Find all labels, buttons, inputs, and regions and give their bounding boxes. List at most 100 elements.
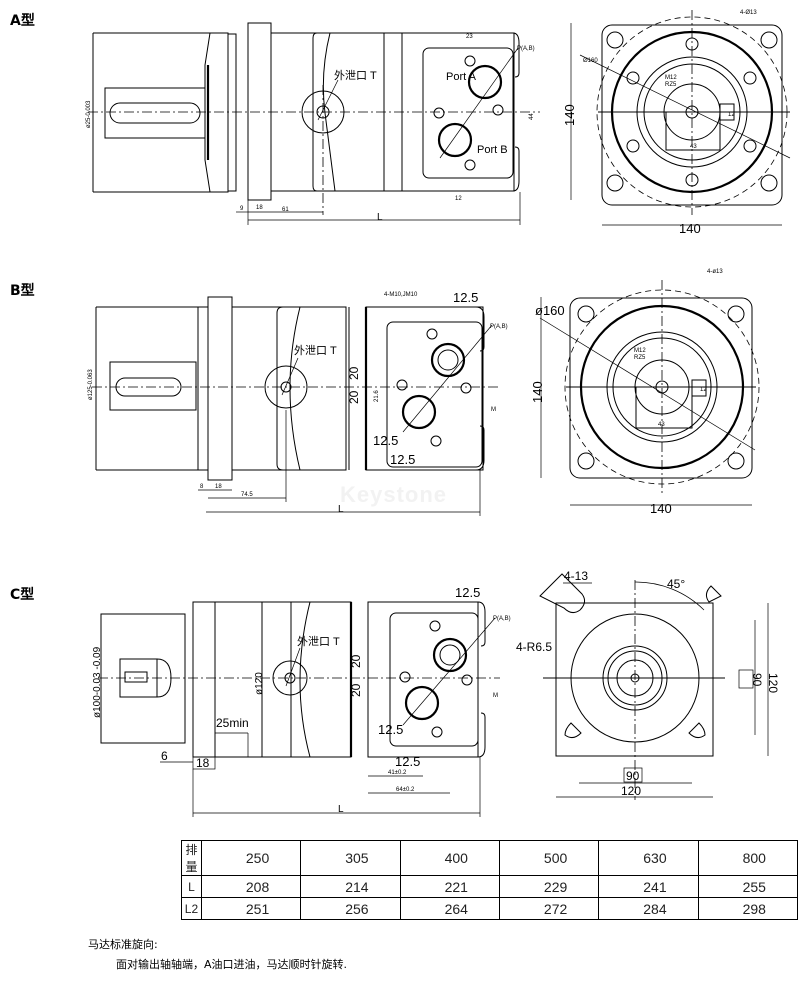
table-cell: 229 bbox=[498, 875, 600, 898]
a-end-height: 140 bbox=[562, 104, 577, 126]
b-pab-dim: P(A,B) bbox=[490, 324, 508, 330]
b-dim-8: 8 bbox=[200, 484, 204, 490]
rotation-note-title: 马达标准旋向: bbox=[88, 938, 158, 951]
c-dim-41: 41±0.2 bbox=[388, 770, 407, 776]
table-cell: 255 bbox=[697, 875, 798, 898]
a-end-holes: 4-Ø13 bbox=[740, 10, 757, 16]
table-cell: 221 bbox=[399, 875, 500, 898]
b-dim-20-bot: 20 bbox=[347, 390, 361, 404]
table-cell: 208 bbox=[200, 875, 302, 898]
c-dim-6: 6 bbox=[161, 749, 168, 763]
a-end-thread: M12 bbox=[665, 75, 677, 81]
c-dim-L: L bbox=[338, 804, 344, 815]
c-side-view: 外泄口 T 25min 6 18 L 41±0.2 64±0.2 12.5 12… bbox=[92, 585, 511, 817]
table-row: L2 251 256 264 272 284 298 bbox=[181, 897, 798, 920]
table-cell: 630 bbox=[598, 840, 699, 876]
technical-drawing: 外泄口 T Port A Port B P(A,B) 9 18 61 L 23 … bbox=[86, 10, 791, 817]
table-cell: 298 bbox=[697, 897, 798, 920]
watermark: Keystone bbox=[340, 482, 448, 507]
type-a-label: A型 bbox=[10, 13, 35, 29]
c-dim-12-5-mid: 12.5 bbox=[378, 722, 403, 737]
c-dim-18: 18 bbox=[196, 756, 210, 770]
c-drain-port-label: 外泄口 T bbox=[297, 635, 340, 648]
b-dim-20-top: 20 bbox=[347, 366, 361, 380]
table-row-header: L bbox=[181, 875, 202, 898]
table-cell: 256 bbox=[300, 897, 401, 920]
a-dim-44: 44 bbox=[529, 113, 535, 120]
a-end-width: 140 bbox=[679, 221, 701, 236]
table-cell: 241 bbox=[598, 875, 699, 898]
b-end-width: 140 bbox=[650, 501, 672, 516]
a-dim-18: 18 bbox=[256, 205, 263, 211]
c-end-outer-w: 120 bbox=[621, 784, 641, 798]
b-end-height: 140 bbox=[530, 381, 545, 403]
table-cell: 250 bbox=[200, 840, 302, 876]
c-end-angle: 45° bbox=[667, 577, 685, 591]
table-row-header: 排量 bbox=[181, 840, 202, 876]
b-end-bolt-circle: ø160 bbox=[535, 303, 565, 318]
c-shaft-dia: ø100-0.03 -0.09 bbox=[92, 646, 103, 718]
b-end-depth: RZ5 bbox=[634, 355, 646, 361]
table-row: 排量 250 305 400 500 630 800 bbox=[181, 840, 798, 876]
b-m-dim: M bbox=[491, 407, 496, 413]
rotation-note-body: 面对输出轴轴端，A油口进油，马达顺时针旋转. bbox=[116, 958, 348, 971]
b-end-view: 140 140 ø160 4-ø13 M12 RZ5 12 43 bbox=[530, 269, 760, 516]
type-b-label: B型 bbox=[10, 283, 35, 299]
a-port-a-label: Port A bbox=[446, 71, 477, 83]
c-dim-20-top: 20 bbox=[349, 654, 363, 668]
table-cell: 500 bbox=[498, 840, 600, 876]
b-dim-74-5: 74.5 bbox=[241, 492, 253, 498]
c-dim-20-bot: 20 bbox=[349, 683, 363, 697]
a-dim-9: 9 bbox=[240, 206, 244, 212]
c-dim-12-5-top: 12.5 bbox=[455, 585, 480, 600]
a-dim-12: 12 bbox=[455, 196, 462, 202]
a-dim-61: 61 bbox=[282, 207, 289, 213]
c-dim-25min: 25min bbox=[216, 716, 249, 730]
c-dim-12-5-bot: 12.5 bbox=[395, 754, 420, 769]
a-drain-port-label: 外泄口 T bbox=[334, 69, 377, 82]
b-mounting-holes: 4-M10,JM10 bbox=[384, 292, 418, 298]
a-shaft-dia: ø25-0.003 bbox=[86, 100, 92, 128]
a-end-key-l: 43 bbox=[690, 144, 697, 150]
b-dim-18: 18 bbox=[215, 484, 222, 490]
c-dim-64: 64±0.2 bbox=[396, 787, 415, 793]
table-row-header: L2 bbox=[181, 897, 202, 920]
c-m-dim: M bbox=[493, 693, 498, 699]
table-cell: 272 bbox=[498, 897, 600, 920]
b-drain-port-label: 外泄口 T bbox=[294, 344, 337, 357]
b-dim-12-5-top: 12.5 bbox=[453, 290, 478, 305]
a-end-depth: RZ5 bbox=[665, 82, 677, 88]
table-row: L 208 214 221 229 241 255 bbox=[181, 875, 798, 898]
a-dim-23: 23 bbox=[466, 34, 473, 40]
c-body-dia: ø120 bbox=[254, 672, 265, 695]
a-dim-L: L bbox=[377, 212, 383, 223]
table-cell: 800 bbox=[697, 840, 798, 876]
b-end-holes: 4-ø13 bbox=[707, 269, 723, 275]
b-dim-21-6: 21.6 bbox=[374, 390, 380, 402]
a-side-view: 外泄口 T Port A Port B P(A,B) 9 18 61 L 23 … bbox=[86, 22, 540, 225]
b-dim-12-5-mid: 12.5 bbox=[373, 433, 398, 448]
c-end-radius: 4-R6.5 bbox=[516, 640, 552, 654]
a-end-view: 140 140 Ø160 4-Ø13 M12 RZ5 12 43 bbox=[562, 10, 791, 236]
c-end-view: 45° 4-13 4-R6.5 90 120 90 120 bbox=[516, 569, 780, 800]
table-cell: 214 bbox=[300, 875, 401, 898]
b-shaft-dia: ø125-0.063 bbox=[88, 369, 94, 400]
b-dim-12-5-bot: 12.5 bbox=[390, 452, 415, 467]
b-end-key-w: 12 bbox=[700, 387, 707, 393]
c-end-slots: 4-13 bbox=[564, 569, 588, 583]
b-end-thread: M12 bbox=[634, 348, 646, 354]
table-cell: 400 bbox=[399, 840, 500, 876]
displacement-table: 排量 250 305 400 500 630 800 L 208 214 221… bbox=[181, 840, 798, 920]
c-end-outer-h: 120 bbox=[766, 673, 780, 693]
a-end-key-w: 12 bbox=[728, 112, 735, 118]
b-side-view: 外泄口 T 4-M10,JM10 P(A,B) M 12.5 12.5 12.5… bbox=[88, 290, 508, 516]
type-c-label: C型 bbox=[10, 587, 35, 603]
c-pab-dim: P(A,B) bbox=[493, 616, 511, 622]
c-end-inner-h: 90 bbox=[750, 673, 764, 687]
b-dim-L: L bbox=[338, 504, 344, 515]
c-end-inner-w: 90 bbox=[626, 769, 640, 783]
table-cell: 264 bbox=[399, 897, 500, 920]
table-cell: 251 bbox=[200, 897, 302, 920]
table-cell: 305 bbox=[300, 840, 401, 876]
b-end-key-l: 43 bbox=[658, 422, 665, 428]
